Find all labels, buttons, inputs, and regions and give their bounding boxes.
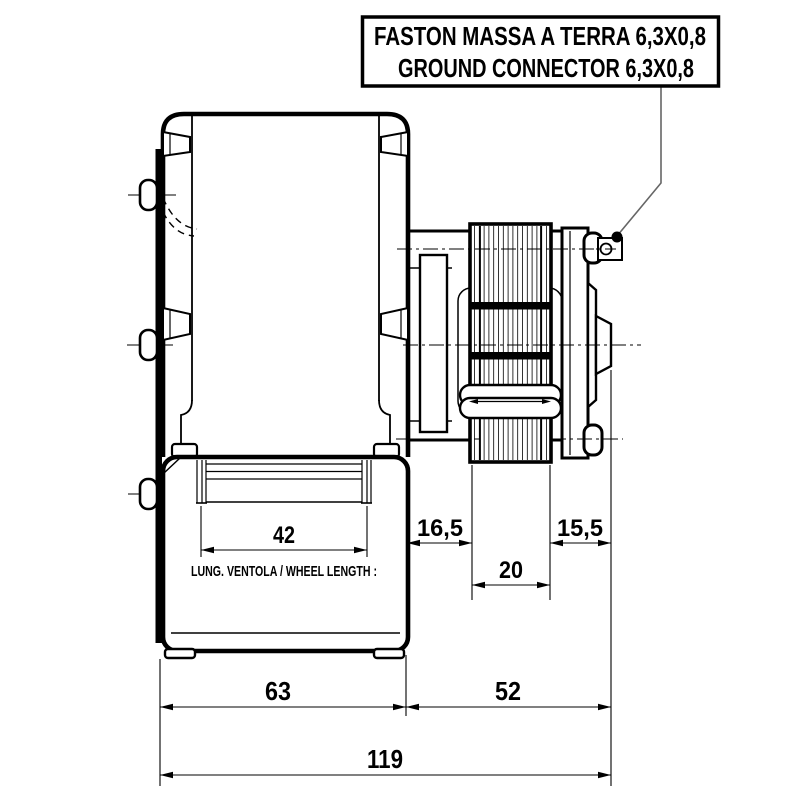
note-line1: FASTON MASSA A TERRA 6,3X0,8 (374, 21, 706, 51)
flange-plate (155, 149, 162, 643)
motor-bracket-left (418, 253, 449, 434)
motor-bracket-right (560, 226, 590, 460)
mount-tab-top-right (380, 130, 409, 158)
housing-foot-neck-left (180, 399, 193, 445)
note-callout: FASTON MASSA A TERRA 6,3X0,8 GROUND CONN… (360, 15, 721, 243)
coil-seam-arrow (542, 399, 551, 404)
scroll-corner-chamfer (163, 457, 181, 474)
motor (408, 222, 623, 464)
coil-seam-arrow (469, 399, 478, 404)
dim-value-overall: 119 (367, 744, 403, 774)
dim-value-motor: 52 (495, 676, 521, 706)
rotor-bar-bottom (470, 352, 551, 360)
lamination-hatch (474, 226, 547, 460)
mount-tab-mid-left (162, 306, 191, 342)
tie-rod-screw-bottom (582, 423, 604, 457)
mount-tab-mid-right (380, 306, 409, 342)
rotor-bar-top (470, 302, 551, 310)
housing-outline (160, 111, 411, 457)
leader-line (616, 87, 662, 237)
dim-value-fan-housing: 63 (265, 676, 291, 706)
scroll-outline (160, 454, 411, 654)
mounting-flange (127, 149, 178, 643)
dim-value-gap-left: 16,5 (417, 515, 463, 542)
flange-screw-bottom (138, 477, 159, 511)
flange-screw-top (138, 178, 159, 212)
flange-screw-mid (138, 328, 159, 362)
dim-value-gap-right: 15,5 (557, 515, 603, 542)
fan-wheel (196, 460, 372, 504)
scroll-foot-right (372, 647, 406, 660)
dimensions: 42 16,5 15,5 20 63 52 119 LUNG. VENTOLA … (159, 370, 612, 786)
lamination-stack (468, 222, 553, 464)
note-line2: GROUND CONNECTOR 6,3X0,8 (398, 53, 694, 83)
fan-scroll-housing (160, 454, 411, 660)
scroll-foot-left (163, 647, 197, 660)
dim-value-stack: 20 (499, 557, 523, 584)
shaft-boss (594, 314, 613, 376)
leader-dot (611, 231, 623, 243)
dim-arrowheads (160, 539, 611, 779)
dim-value-wheel: 42 (273, 522, 295, 549)
wheel-length-label: LUNG. VENTOLA / WHEEL LENGTH : (191, 563, 377, 580)
housing-foot-neck-right (378, 399, 391, 445)
mount-tab-top-left (162, 130, 191, 158)
note-box (360, 15, 721, 88)
